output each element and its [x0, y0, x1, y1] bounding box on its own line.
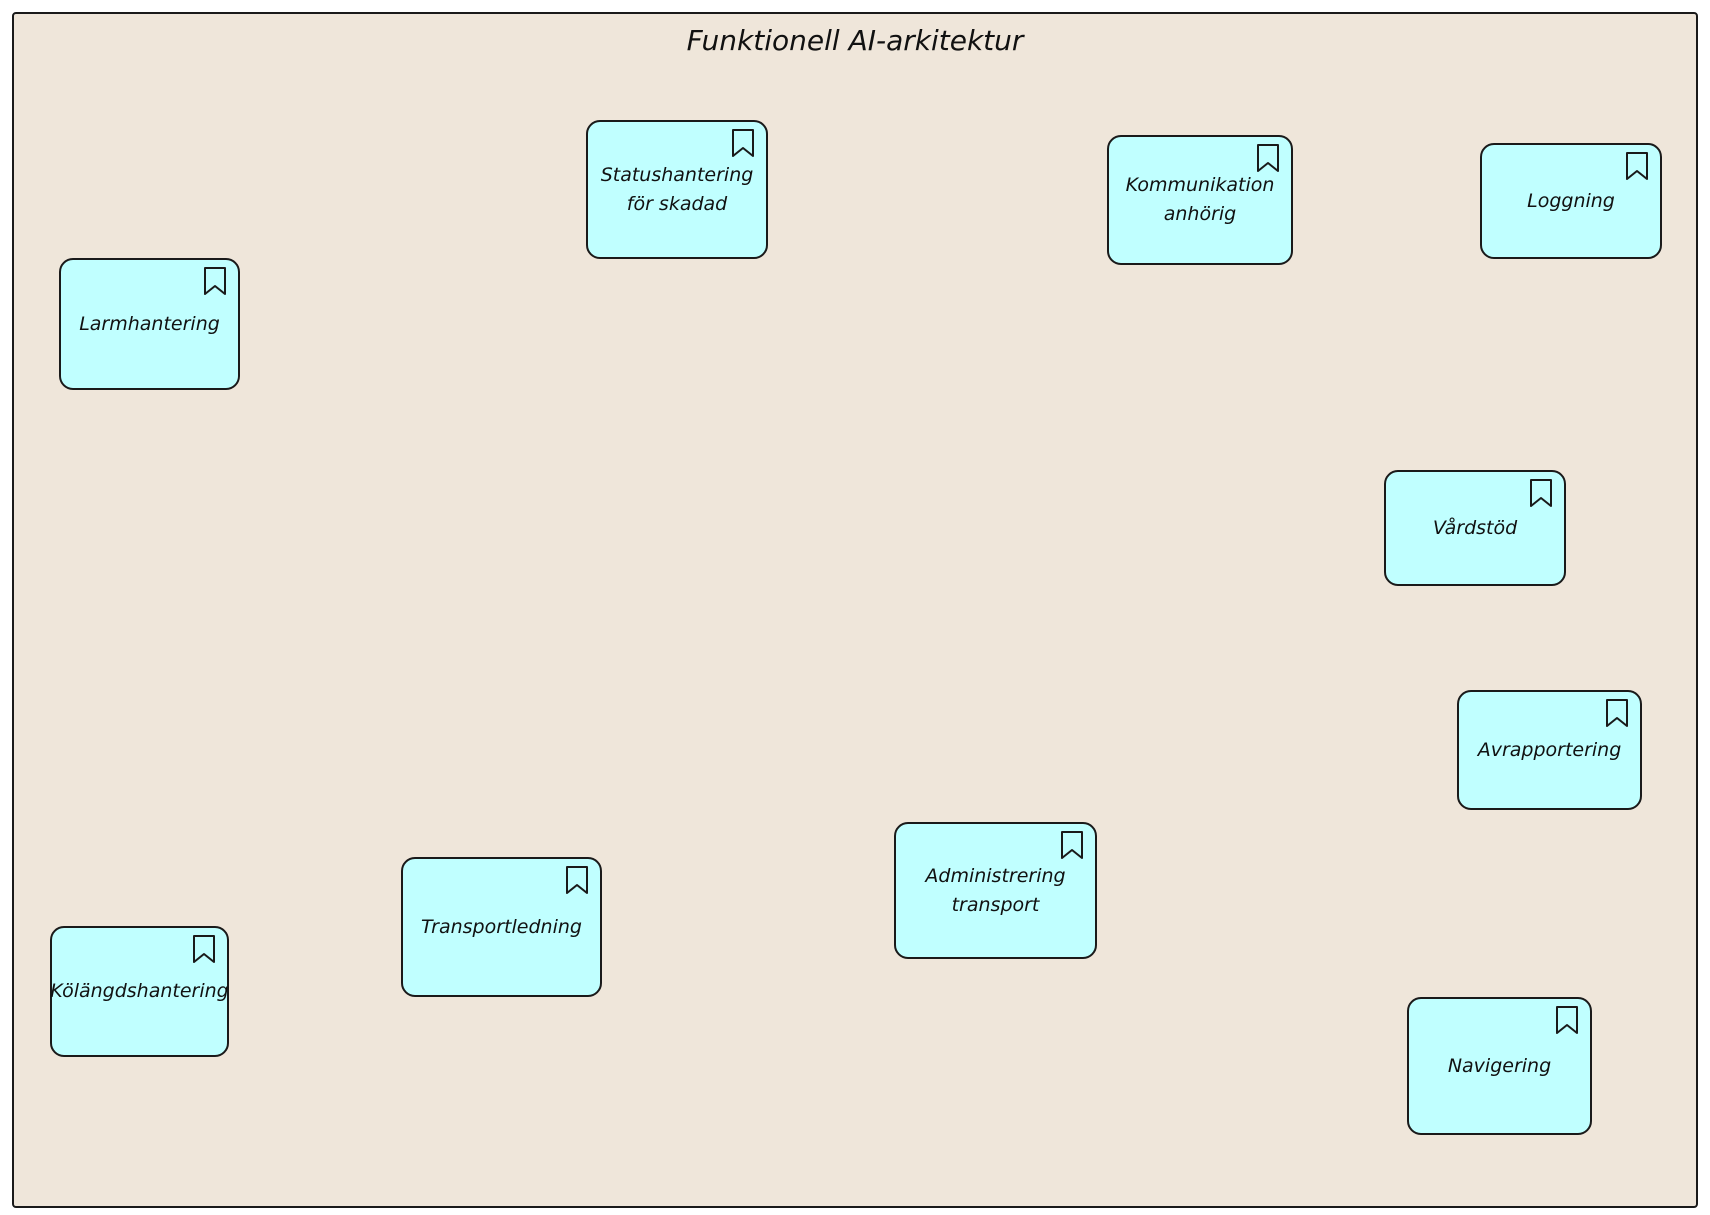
node-label: Transportledning: [421, 915, 582, 938]
node-loggning[interactable]: Loggning: [1480, 143, 1662, 259]
node-larmhantering[interactable]: Larmhantering: [59, 258, 240, 390]
bookmark-icon: [1257, 144, 1279, 172]
bookmark-icon: [566, 866, 588, 894]
node-label: Kommunikation anhörig: [1125, 174, 1275, 225]
node-label: Administrering transport: [925, 864, 1066, 916]
bookmark-icon: [732, 129, 754, 157]
node-administrering-transport[interactable]: Administrering transport: [894, 822, 1097, 959]
bookmark-icon: [1606, 699, 1628, 727]
bookmark-icon: [1556, 1006, 1578, 1034]
node-avrapportering[interactable]: Avrapportering: [1457, 690, 1642, 810]
node-label: Avrapportering: [1477, 738, 1622, 761]
node-transportledning[interactable]: Transportledning: [401, 857, 602, 997]
diagram-title: Funktionell AI-arkitektur: [686, 24, 1024, 57]
node-vardstod[interactable]: Vårdstöd: [1384, 470, 1566, 586]
node-label: Kölängdshantering: [50, 980, 229, 1002]
node-kommunikation-anhorig[interactable]: Kommunikation anhörig: [1107, 135, 1293, 265]
node-navigering[interactable]: Navigering: [1407, 997, 1592, 1135]
node-label: Loggning: [1527, 189, 1615, 212]
bookmark-icon: [204, 267, 226, 295]
node-statushantering[interactable]: Statushantering för skadad: [586, 120, 768, 259]
bookmark-icon: [1530, 479, 1552, 507]
node-label: Vårdstöd: [1432, 516, 1518, 539]
bookmark-icon: [1626, 152, 1648, 180]
bookmark-icon: [193, 935, 215, 963]
bookmark-icon: [1061, 831, 1083, 859]
node-label: Navigering: [1447, 1054, 1552, 1077]
node-label: Statushantering för skadad: [600, 163, 754, 215]
node-kolangdshantering[interactable]: Kölängdshantering: [50, 926, 229, 1057]
node-label: Larmhantering: [79, 312, 220, 335]
